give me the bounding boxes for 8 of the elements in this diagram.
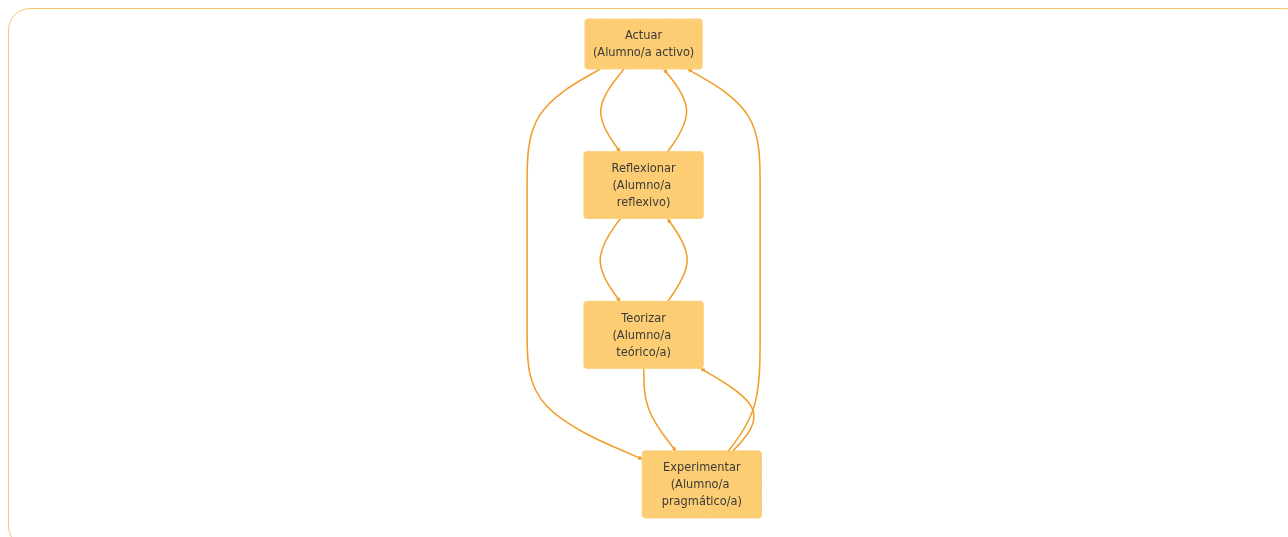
arrow <box>700 368 755 453</box>
arrow <box>666 218 688 303</box>
arrow <box>687 68 761 453</box>
arrow <box>599 218 621 302</box>
arrow <box>663 68 688 153</box>
arrow <box>599 68 625 153</box>
arrow <box>642 367 677 452</box>
arrow <box>526 68 643 460</box>
